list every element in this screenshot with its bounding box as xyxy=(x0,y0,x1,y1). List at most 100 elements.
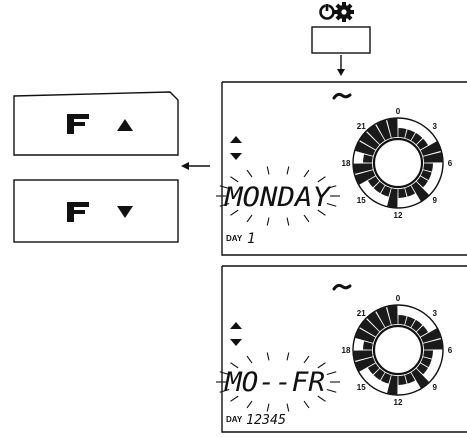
dial-hour-label: 15 xyxy=(357,196,366,205)
blink-mark xyxy=(286,217,290,226)
dial-segment xyxy=(420,141,442,156)
blink-marks xyxy=(216,352,340,412)
dial-segment xyxy=(376,306,391,328)
blink-mark xyxy=(246,214,253,223)
dial-segment xyxy=(380,185,391,197)
dial-segment xyxy=(386,375,398,395)
dial-segment xyxy=(373,181,385,194)
blink-mark xyxy=(219,371,230,376)
dial-segment xyxy=(398,375,407,385)
tap-down-button[interactable] xyxy=(13,179,179,243)
blink-mark xyxy=(266,403,270,412)
blink-mark xyxy=(303,355,310,364)
blink-mark xyxy=(219,202,230,207)
dial-segment xyxy=(411,181,430,202)
dial-segment xyxy=(354,328,376,343)
dial-segment xyxy=(420,328,442,343)
dial-segment xyxy=(423,163,433,172)
day-text: MO--FR xyxy=(224,367,325,398)
arrow-left-to-buttons xyxy=(181,162,210,170)
blink-mark xyxy=(230,362,239,369)
dial-segment xyxy=(416,138,429,150)
dial-segment xyxy=(367,363,380,375)
blink-mark xyxy=(317,362,326,369)
dial-hour-label: 9 xyxy=(433,196,438,205)
blink-mark xyxy=(230,176,239,183)
dial-segment xyxy=(359,131,380,150)
blink-mark xyxy=(326,202,337,207)
dial-hour-label: 3 xyxy=(433,122,438,131)
dial-segment xyxy=(363,154,373,163)
up-arrow-icon xyxy=(230,322,242,329)
dial-segment xyxy=(353,163,373,175)
dial-segment xyxy=(353,350,373,362)
blink-mark xyxy=(326,371,337,376)
dial-hour-label: 9 xyxy=(433,383,438,392)
blink-mark xyxy=(246,400,253,409)
dial-segment xyxy=(354,357,376,372)
blink-mark xyxy=(230,395,239,402)
gear-icon xyxy=(334,2,354,22)
dial-hour-label: 18 xyxy=(342,346,351,355)
dial-hour-label: 18 xyxy=(342,159,351,168)
blink-mark xyxy=(326,185,337,190)
blink-mark xyxy=(286,166,290,175)
blink-mark xyxy=(317,209,326,216)
dial-segment xyxy=(380,372,391,384)
dial-segment xyxy=(420,170,432,181)
dial-segment xyxy=(398,128,407,138)
blink-mark xyxy=(266,166,270,175)
up-triangle-icon xyxy=(117,119,133,131)
dial-segment xyxy=(386,118,398,138)
blink-mark xyxy=(317,176,326,183)
dial-segment xyxy=(405,372,416,384)
day-number-1: 1 xyxy=(247,231,255,247)
dial-hour-label: 12 xyxy=(394,211,403,220)
dial-segment xyxy=(405,185,416,197)
down-triangle-icon xyxy=(117,206,133,218)
day-label: DAY xyxy=(226,415,243,424)
dial-hour-label: 15 xyxy=(357,383,366,392)
dial-segment xyxy=(416,325,429,337)
tap-up-button[interactable] xyxy=(13,91,179,156)
dial-segment xyxy=(416,363,429,375)
blink-mark xyxy=(219,388,230,393)
flame-icon xyxy=(332,283,352,291)
blink-mark xyxy=(303,214,310,223)
down-arrow-icon xyxy=(230,153,242,160)
dial-segment xyxy=(359,318,380,337)
dial-hour-label: 0 xyxy=(396,294,401,303)
dial-segment xyxy=(423,338,443,350)
dial-segment xyxy=(423,151,443,163)
dial-hour-label: 21 xyxy=(357,122,366,131)
power-icon xyxy=(319,3,335,20)
power-settings-button[interactable] xyxy=(311,26,371,54)
dial-hour-label: 6 xyxy=(448,346,453,355)
day-text: MONDAY xyxy=(224,182,332,213)
day-label: DAY xyxy=(226,234,243,243)
down-arrow-icon xyxy=(230,339,242,346)
dial-segment xyxy=(405,316,416,328)
blink-mark xyxy=(230,209,239,216)
blink-mark xyxy=(286,352,290,361)
arrow-down-to-screen xyxy=(337,55,345,76)
dial-segment xyxy=(420,357,432,368)
dial-segment xyxy=(416,176,429,188)
blink-mark xyxy=(219,185,230,190)
dial-hour-label: 0 xyxy=(396,107,401,116)
blink-mark xyxy=(246,169,253,178)
day-numbers: 12345 xyxy=(246,413,286,428)
dial-segment xyxy=(423,350,433,359)
dial-segment xyxy=(354,170,376,185)
blink-mark xyxy=(303,400,310,409)
dial-segment xyxy=(411,368,430,389)
tap-icon xyxy=(67,202,89,222)
dial-segment xyxy=(366,124,385,145)
dial-segment xyxy=(367,176,380,188)
dial-segment xyxy=(411,319,423,332)
